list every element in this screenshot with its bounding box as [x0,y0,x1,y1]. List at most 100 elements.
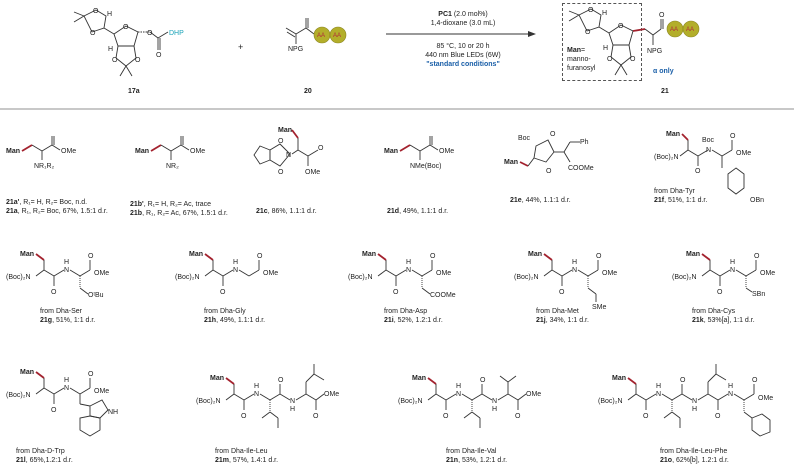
svg-text:(Boc)₂N: (Boc)₂N [196,398,221,405]
svg-text:Boc: Boc [518,135,531,142]
svg-text:OMe: OMe [736,150,751,157]
structure-21n: Man (Boc)₂N NH O O NH O OMe [398,375,541,428]
caption-21j-from: from Dha-Met [536,308,579,315]
structure-21e: Boc Man O O Ph COOMe [504,131,594,175]
structure-21m: Man (Boc)₂N NH O O NH O OMe [196,364,339,428]
svg-text:O: O [715,413,721,420]
svg-text:H: H [64,377,69,384]
svg-text:O: O [51,407,57,414]
caption-21b: 21b, R₁, R₂= Ac, 67%, 1.5:1 d.r. [130,210,228,217]
svg-text:O: O [88,253,94,260]
svg-text:O: O [278,377,284,384]
caption-21b-prime: 21b', R₁= H, R₂= Ac, trace [130,201,212,208]
caption-21a: 21a, R₁, R₂= Boc, 67%, 1.5:1 d.r. [6,208,108,215]
svg-text:H: H [692,406,697,413]
svg-text:(Boc)₂N: (Boc)₂N [654,154,679,161]
structure-21a: Man OMe NR₁R₂ [6,136,76,170]
man-definition: Man= [567,47,586,54]
caption-21h-from: from Dha-Gly [204,308,246,315]
caption-21g-from: from Dha-Ser [40,308,83,315]
svg-text:OMe: OMe [760,270,775,277]
svg-text:O: O [241,413,247,420]
svg-text:H: H [64,259,69,266]
svg-text:O: O [90,30,96,37]
svg-text:O: O [147,30,153,37]
svg-text:O: O [393,289,399,296]
npg-label: NPG [288,46,303,53]
svg-text:OMe: OMe [94,270,109,277]
svg-text:H: H [254,383,259,390]
plus-sign: + [238,42,244,52]
svg-text:O: O [480,377,486,384]
svg-text:O: O [588,7,594,14]
man-definition-line3: furanosyl [567,65,596,72]
svg-text:Man: Man [612,375,626,382]
alpha-only-label: α only [653,68,674,75]
svg-text:O: O [257,253,263,260]
svg-text:O: O [730,133,736,140]
svg-text:N: N [656,391,661,398]
svg-text:O: O [515,413,521,420]
svg-text:O: O [607,56,613,63]
svg-text:O: O [112,57,118,64]
svg-text:Man: Man [278,127,292,134]
svg-text:OMe: OMe [190,148,205,155]
svg-text:SMe: SMe [592,304,607,311]
svg-text:O: O [278,138,284,145]
svg-text:H: H [108,46,113,53]
svg-text:O: O [135,57,141,64]
svg-text:AA: AA [670,27,678,33]
structure-21l: Man (Boc)₂N NH O O OMe NH [6,369,118,437]
svg-text:AA: AA [686,27,694,33]
svg-text:O: O [559,289,565,296]
caption-21a-prime: 21a', R₁= H, R₂= Boc, n.d. [6,199,88,206]
structure-21g: Man (Boc)₂N NH O O OMe OᵗBu [6,251,109,299]
caption-21n: 21n, 53%, 1.2:1 d.r. [446,457,508,464]
svg-text:Man: Man [20,369,34,376]
svg-text:N: N [492,398,497,405]
svg-text:Man: Man [504,159,518,166]
svg-text:H: H [492,406,497,413]
svg-text:(Boc)₂N: (Boc)₂N [398,398,423,405]
svg-text:OMe: OMe [436,270,451,277]
structure-21b: Man OMe NR₂ [135,136,205,170]
svg-text:O: O [88,371,94,378]
caption-21i: 21i, 52%, 1.2:1 d.r. [384,317,443,324]
svg-text:O: O [754,253,760,260]
compound-id-17a: 17a [128,88,140,95]
caption-21f: 21f, 51%, 1:1 d.r. [654,197,708,204]
structure-21h: Man (Boc)₂N NH O O OMe [175,251,278,296]
svg-text:O: O [630,56,636,63]
svg-text:H: H [107,11,112,18]
svg-text:H: H [290,406,295,413]
svg-text:Man: Man [6,148,20,155]
svg-text:N: N [406,267,411,274]
structure-21o: Man (Boc)₂N NH O O NH O NH O OMe [598,364,773,437]
svg-text:OMe: OMe [324,391,339,398]
svg-text:Boc: Boc [702,137,715,144]
svg-text:OMe: OMe [305,169,320,176]
svg-text:O: O [318,145,324,152]
svg-text:N: N [730,267,735,274]
svg-text:(Boc)₂N: (Boc)₂N [598,398,623,405]
svg-text:AA: AA [317,33,325,39]
svg-text:O: O [643,413,649,420]
svg-text:O: O [585,29,591,36]
svg-text:Man: Man [412,375,426,382]
structure-21i: Man (Boc)₂N NH O O OMe COOMe [348,251,456,299]
reactant-20-structure: AA AA NPG [285,18,347,53]
svg-text:Man: Man [189,251,203,258]
svg-text:(Boc)₂N: (Boc)₂N [6,392,31,399]
caption-21g: 21g, 51%, 1:1 d.r. [40,317,96,324]
svg-text:O: O [430,253,436,260]
svg-text:O: O [278,169,284,176]
svg-text:N: N [64,267,69,274]
structure-21c: Man N O O O OMe [253,127,324,176]
svg-text:O: O [93,8,99,15]
condition-light: 440 nm Blue LEDs (6W) [425,52,501,59]
svg-text:H: H [602,10,607,17]
caption-21j: 21j, 34%, 1:1 d.r. [536,317,589,324]
svg-text:(Boc)₂N: (Boc)₂N [6,274,31,281]
svg-text:Ph: Ph [580,139,589,146]
caption-21c: 21c, 86%, 1.1:1 d.r. [256,208,317,215]
